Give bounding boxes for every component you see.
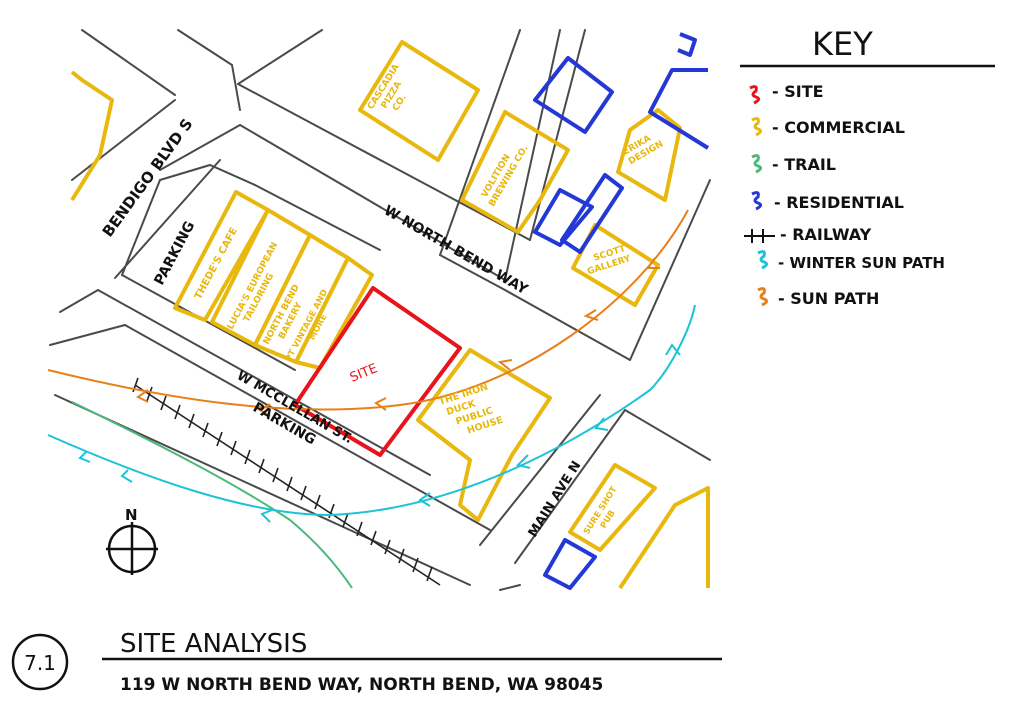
building-sure-shot xyxy=(568,463,657,552)
legend: KEY - SITE - COMMERCIAL - TRAIL - RESIDE… xyxy=(740,25,995,308)
sun-path-arrows xyxy=(136,257,660,417)
street-label-main-ave: MAIN AVE N xyxy=(526,459,585,541)
trail-path xyxy=(71,401,353,589)
commercial-swatch-icon xyxy=(751,117,763,137)
legend-item-site: - SITE xyxy=(749,82,824,105)
commercial-building-corner xyxy=(70,70,114,202)
site-parcel xyxy=(293,286,462,457)
legend-label-trail: - TRAIL xyxy=(772,155,836,174)
winter-sun-path xyxy=(47,304,696,517)
legend-item-trail: - TRAIL xyxy=(751,154,836,174)
building-cascadia xyxy=(358,40,480,162)
legend-item-commercial: - COMMERCIAL xyxy=(751,117,905,137)
street-outlines xyxy=(49,29,711,591)
legend-label-railway: - RAILWAY xyxy=(780,225,872,244)
winter-sun-path-arrows xyxy=(78,343,681,523)
street-label-north-bend-way: W NORTH BEND WAY xyxy=(381,203,531,299)
legend-item-residential: - RESIDENTIAL xyxy=(751,191,904,212)
label-scott: SCOTT GALLERY xyxy=(586,244,632,278)
building-erika xyxy=(616,108,682,202)
sheet-number-circle xyxy=(11,633,69,691)
sheet-title: SITE ANALYSIS xyxy=(120,629,307,659)
residential-building-b xyxy=(648,68,710,150)
residential-building-top xyxy=(677,32,697,57)
building-thedes xyxy=(173,190,270,322)
north-label: N xyxy=(125,506,138,524)
legend-item-sun-path: - SUN PATH xyxy=(757,287,879,308)
site-swatch-icon xyxy=(749,85,761,105)
legend-label-sun-path: - SUN PATH xyxy=(778,289,879,308)
legend-title: KEY xyxy=(812,25,873,63)
legend-label-winter-sun-path: - WINTER SUN PATH xyxy=(778,254,945,272)
railway xyxy=(132,377,441,586)
sun-path-swatch-icon xyxy=(757,287,769,307)
residential-buildings xyxy=(533,32,710,590)
sun-path xyxy=(47,209,689,411)
label-iron-duck: THE IRON DUCK PUBLIC HOUSE xyxy=(438,382,505,437)
label-site: SITE xyxy=(348,361,380,385)
label-sure-shot: SURE SHOT PUB xyxy=(582,485,620,537)
site-address: 119 W NORTH BEND WAY, NORTH BEND, WA 980… xyxy=(120,675,603,695)
label-sure-shot-line1: SURE SHOT xyxy=(582,485,620,537)
railway-swatch-icon xyxy=(744,229,775,243)
north-arrow xyxy=(106,522,158,575)
building-volition xyxy=(460,110,570,234)
label-cascadia: CASCADIA PIZZA CO. xyxy=(366,63,409,113)
residential-building-a xyxy=(533,56,614,134)
commercial-buildings xyxy=(70,40,710,590)
legend-label-commercial: - COMMERCIAL xyxy=(772,118,905,137)
legend-label-site: - SITE xyxy=(772,82,824,101)
trail-swatch-icon xyxy=(751,154,763,174)
legend-item-winter-sun-path: - WINTER SUN PATH xyxy=(757,250,945,272)
sheet-number: 7.1 xyxy=(24,651,56,675)
title-block: 7.1 SITE ANALYSIS 119 W NORTH BEND WAY, … xyxy=(11,629,722,695)
legend-item-railway: - RAILWAY xyxy=(744,225,872,244)
winter-sun-swatch-icon xyxy=(757,250,769,270)
residential-building-d xyxy=(560,173,624,254)
legend-label-residential: - RESIDENTIAL xyxy=(774,193,904,212)
commercial-building-edge xyxy=(618,486,710,590)
building-iron-duck xyxy=(416,348,552,522)
residential-building-e xyxy=(543,538,597,590)
residential-building-c xyxy=(533,188,594,247)
residential-swatch-icon xyxy=(751,191,763,211)
